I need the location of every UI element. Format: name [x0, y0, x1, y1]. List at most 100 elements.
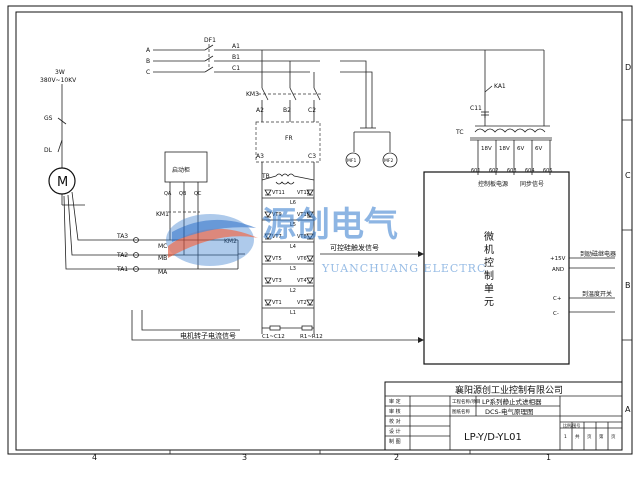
tb-mini-5: 页 — [611, 434, 616, 440]
motor-symbol — [48, 167, 76, 195]
thyristor-left — [264, 211, 272, 218]
inductor-label: L3 — [290, 266, 296, 272]
thyristor-left — [264, 277, 272, 284]
column-label-3: 3 — [242, 453, 247, 462]
km1-label: KM1 — [156, 211, 169, 218]
tb-row-review: 审 核 — [389, 408, 401, 415]
controller-title-char: 机 — [484, 243, 494, 256]
watermark — [166, 214, 258, 266]
row-label-c: C — [625, 171, 631, 180]
company-name: 襄阳源创工业控制有限公司 — [455, 384, 563, 396]
thyristor-left — [264, 255, 272, 262]
feedback-signal-label: 电机转子电流信号 — [180, 331, 236, 340]
tc-voltage-label: 18V — [481, 146, 492, 152]
resistor-bank — [301, 325, 313, 331]
port-c-minus: C- — [553, 311, 559, 317]
tc-pin-label: 601 — [471, 168, 481, 174]
motor-terminal-mb: MB — [158, 255, 167, 262]
tc-pin-label: 605 — [543, 168, 553, 174]
thyristor-left — [264, 233, 272, 240]
tb-transformer — [261, 162, 315, 185]
thyristor-right — [306, 255, 314, 262]
phase-b-label: B — [146, 58, 150, 65]
c3-label: C3 — [308, 153, 316, 160]
a3-label: A3 — [256, 153, 264, 160]
thyristor-right-label: VT8 — [297, 234, 307, 240]
column-label-2: 2 — [394, 453, 399, 462]
tc-voltage-label: 6V — [517, 146, 524, 152]
thyristor-right-label: VT10 — [297, 212, 310, 218]
port-c-plus: C+ — [553, 296, 562, 302]
fr-label: FR — [285, 135, 293, 142]
phase-c-label: C — [146, 69, 150, 76]
tc-voltage-label: 18V — [499, 146, 510, 152]
controller-title-char: 制 — [484, 269, 494, 282]
output-temp-switch: 到温度开关 — [582, 290, 612, 298]
breaker-df1-label: DF1 — [204, 37, 216, 44]
tb-mini-4: 第 — [599, 433, 604, 440]
tc-pin-label: 602 — [489, 168, 499, 174]
watermark-cn: 源创电气 — [262, 205, 398, 245]
km3-label: KM3 — [246, 91, 259, 98]
tc-pin-label: 604 — [525, 168, 535, 174]
controller-title-char: 单 — [484, 283, 494, 295]
km3-contactor — [258, 50, 322, 122]
thyristor-right — [306, 299, 314, 306]
tb-row-approve: 审 定 — [389, 398, 401, 405]
controller-title-char: 元 — [484, 297, 494, 308]
fan-feed — [340, 60, 391, 152]
starter-box — [164, 151, 208, 183]
motor-letter: M — [57, 175, 68, 190]
watermark-en: YUANCHUANG ELECTRC — [321, 262, 486, 275]
tb-row-draw: 制 图 — [389, 438, 401, 445]
inner-frame — [15, 11, 623, 451]
a2-label: A2 — [256, 107, 264, 114]
inductor-label: L1 — [290, 310, 296, 316]
row-label-a: A — [625, 405, 631, 414]
supply-bus — [153, 44, 545, 126]
tb-field-drawing: 图纸名称 — [452, 408, 470, 415]
tb-mini-1: 1 — [564, 434, 567, 440]
thyristor-left-label: VT3 — [272, 278, 282, 284]
tb-drawing-value: DCS-电气原理图 — [485, 407, 534, 416]
c2-label: C2 — [308, 107, 316, 114]
ct-coils — [133, 237, 139, 272]
thyristor-right-label: VT6 — [297, 256, 307, 262]
feedback-signal-line — [131, 310, 424, 343]
tb-mini-3: 页 — [587, 434, 592, 440]
rc-c-label: C1~C12 — [262, 334, 285, 340]
column-label-4: 4 — [92, 453, 97, 462]
phase-a-label: A — [146, 47, 151, 54]
inductor-label: L4 — [290, 244, 296, 250]
tc-pin-label: 603 — [507, 168, 517, 174]
capacitor-bank — [269, 325, 281, 331]
column-label-1: 1 — [546, 453, 551, 462]
trigger-signal-label: 可控硅触发信号 — [330, 243, 379, 252]
port-15v: +15V — [550, 256, 566, 262]
thyristor-right — [306, 211, 314, 218]
inductor-label: L6 — [290, 200, 296, 206]
bus-c1-label: C1 — [232, 65, 240, 72]
starter-box-title: 启动柜 — [172, 166, 190, 174]
inductor-label: L2 — [290, 288, 296, 294]
ct-label-ta3: TA3 — [116, 233, 128, 240]
bus-a1-label: A1 — [232, 43, 240, 50]
thyristor-left — [264, 299, 272, 306]
rc-r-label: R1~R12 — [300, 334, 323, 340]
km2-label: KM2 — [224, 238, 237, 245]
fr-relay-box — [255, 121, 321, 163]
controller-title-char: 微 — [484, 230, 494, 243]
thyristor-left-label: VT9 — [272, 212, 282, 218]
row-label-d: D — [625, 63, 631, 72]
starter-terminal-qb: QB — [179, 191, 187, 197]
b2-label: B2 — [283, 107, 291, 114]
control-power-label: 控制板电源 — [478, 180, 508, 188]
thyristor-right-label: VT4 — [297, 278, 307, 284]
tb-field-project: 工程名称/项目 — [452, 398, 481, 405]
port-and: AND — [552, 267, 564, 273]
title-block — [384, 381, 623, 451]
bus-b1-label: B1 — [232, 54, 240, 61]
